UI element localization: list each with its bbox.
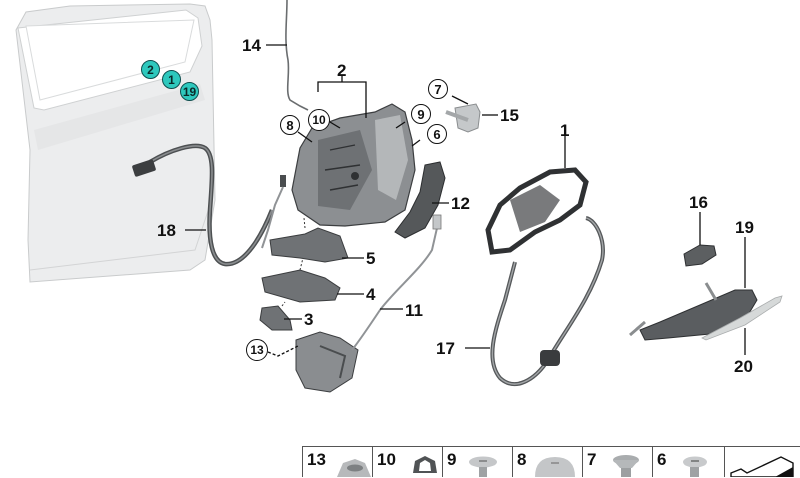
torx-pan-screw-icon [683,456,707,477]
parts-cell-8[interactable]: 8 [513,447,583,477]
callout-15[interactable]: 15 [500,106,519,125]
torx-pan-screw-icon [469,456,497,477]
parts-cell-9[interactable]: 9 [443,447,513,477]
part-number: 10 [377,450,396,469]
part-number: 9 [447,450,457,469]
actuator-13 [295,331,359,393]
callout-3[interactable]: 3 [304,310,314,329]
callout-4[interactable]: 4 [366,285,376,304]
callout-6[interactable]: 6 [427,124,447,144]
callout-11[interactable]: 11 [405,301,423,320]
cable-11 [351,227,438,351]
handle-carrier-1 [485,167,589,255]
callout-17[interactable]: 17 [436,339,455,358]
part-number: 13 [307,450,326,469]
cable-14 [285,0,309,111]
bracket-4 [261,269,341,303]
callout-7[interactable]: 7 [428,79,448,99]
part-number: 6 [657,450,667,469]
callout-8[interactable]: 8 [280,115,300,135]
trim-strip-20 [701,295,783,341]
leader-lines [185,44,746,357]
callout-2[interactable]: 2 [337,61,347,80]
bracket-3 [259,305,293,331]
door-lock-body [291,103,416,227]
hotspot-part-1[interactable]: 1 [162,70,181,89]
parts-cell-10[interactable]: 10 [373,447,443,477]
parts-cell-6[interactable]: 6 [653,447,725,477]
rear-door-panel [15,3,216,283]
part-number: 7 [587,450,597,469]
callout-12[interactable]: 12 [451,194,470,213]
callout-20[interactable]: 20 [734,357,753,376]
fastener-parts-table: 13 10 9 8 7 6 [302,446,800,477]
grommet [540,350,560,366]
cover-12 [394,161,446,239]
cover-cap-16 [683,244,717,267]
callout-14[interactable]: 14 [242,36,261,55]
callout-16[interactable]: 16 [689,193,708,212]
callout-13[interactable]: 13 [246,339,268,361]
bracket-5 [269,227,349,263]
callout-1[interactable]: 1 [560,121,570,140]
outer-handle-19 [639,289,758,341]
hex-nut-icon [413,456,437,473]
hotspot-part-2[interactable]: 2 [141,60,160,79]
torx-dome-screw-icon [535,457,575,477]
callout-19[interactable]: 19 [735,218,754,237]
part-number: 8 [517,450,527,469]
callout-5[interactable]: 5 [366,249,376,268]
hotspot-part-19[interactable]: 19 [180,82,199,101]
callout-18[interactable]: 18 [157,221,176,240]
callout-10[interactable]: 10 [308,109,330,131]
callout-9[interactable]: 9 [411,104,431,124]
